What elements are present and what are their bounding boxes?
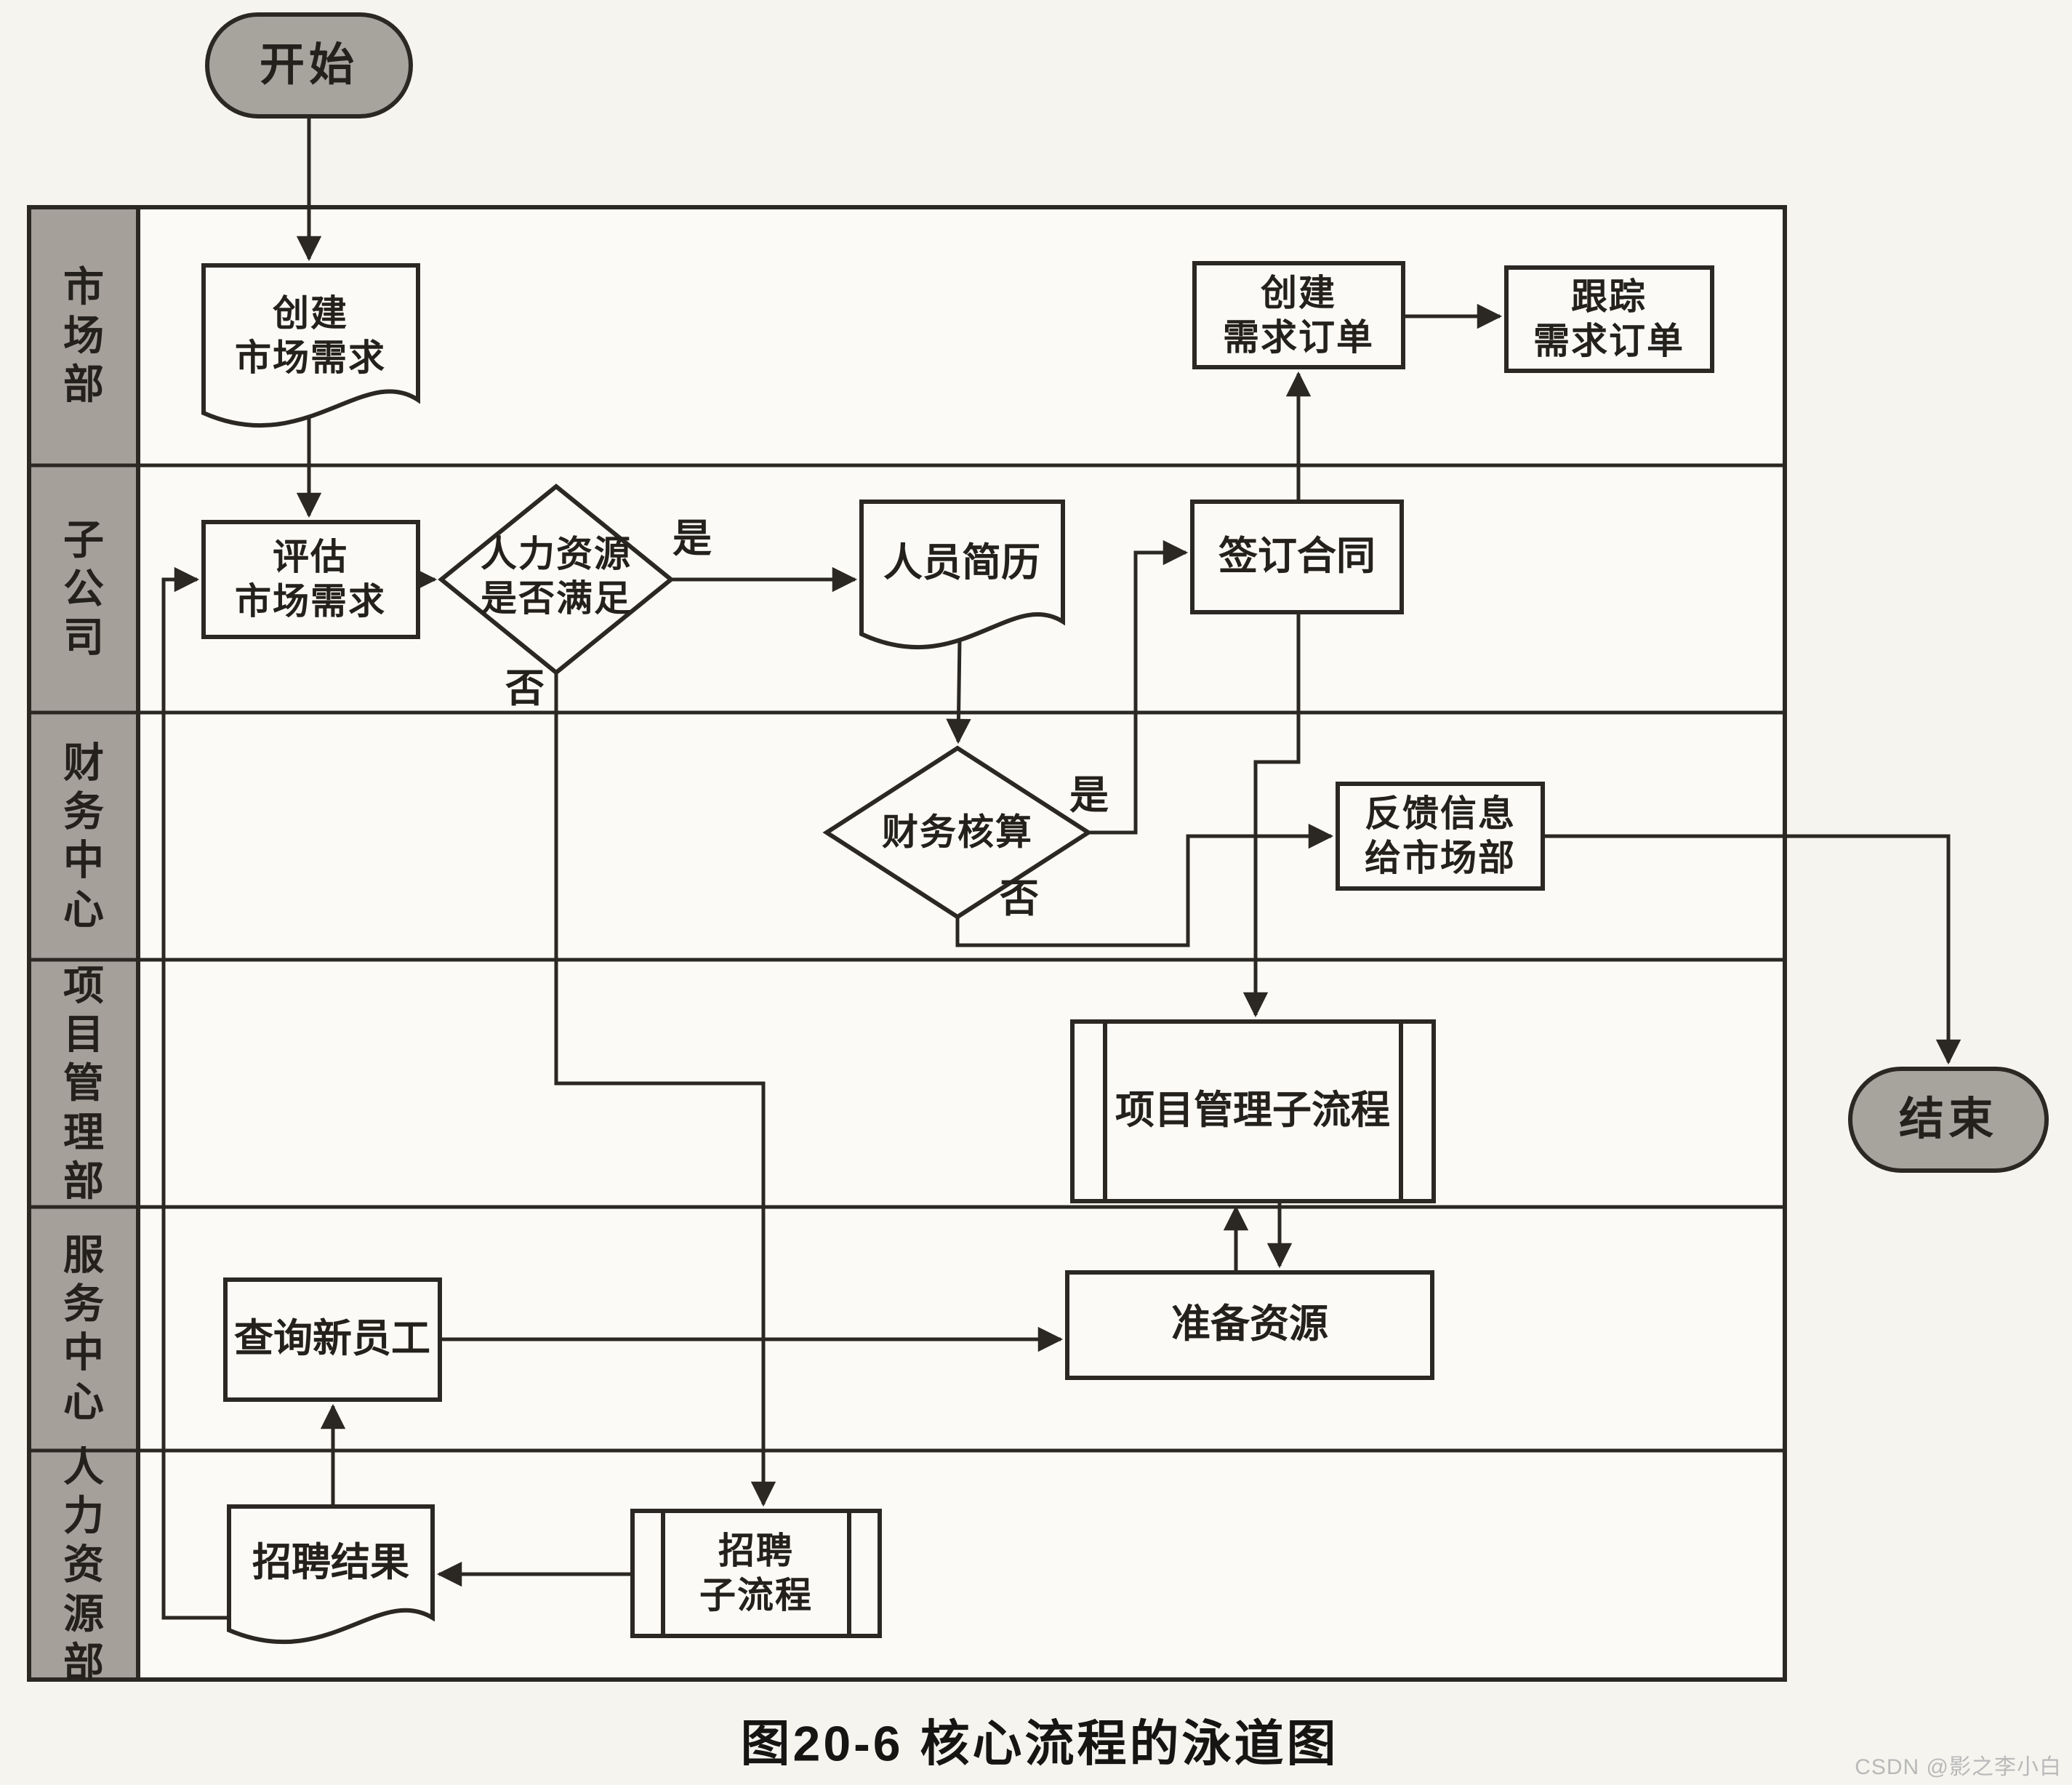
prepare-resources-label: 准备资源 bbox=[1171, 1302, 1328, 1347]
project-mgmt-subprocess-label: 项目管理子流程 bbox=[1115, 1088, 1390, 1133]
lane-label-finance-center: 财务中心 bbox=[63, 739, 104, 933]
watermark-text: CSDN @影之李小白 bbox=[1855, 1755, 2062, 1779]
edge-sign-contract-to-project-subprocess bbox=[1242, 612, 1301, 1018]
create-demand-order-label: 创建 需求订单 bbox=[1223, 273, 1374, 358]
project-mgmt-subprocess-box bbox=[1070, 1019, 1436, 1203]
lane-label-project-mgmt-dept: 项目管理部 bbox=[63, 963, 104, 1204]
edge-feedback-to-end bbox=[1543, 834, 1961, 1065]
figure-caption: 图20-6 核心流程的泳道图 bbox=[740, 1716, 1339, 1772]
query-new-employees-box bbox=[223, 1277, 442, 1402]
edge-financial-yes-to-sign-contract bbox=[1088, 539, 1189, 835]
fin-yes-label: 是 bbox=[1069, 774, 1109, 818]
sign-contract-box bbox=[1190, 500, 1404, 614]
personnel-resume-label: 人员简历 bbox=[883, 541, 1040, 585]
create-market-demand-document bbox=[201, 263, 420, 428]
financial-accounting-decision bbox=[822, 745, 1093, 920]
feedback-to-marketing-box bbox=[1336, 782, 1545, 891]
lane-label-column bbox=[27, 205, 140, 1682]
start-terminator bbox=[205, 12, 413, 119]
hr-satisfied-decision bbox=[438, 484, 675, 675]
edge-financial-no-to-feedback bbox=[955, 823, 1334, 947]
create-demand-order-box bbox=[1192, 261, 1405, 369]
hr-satisfied-label: 人力资源 是否满足 bbox=[481, 534, 632, 619]
evaluate-market-demand-box bbox=[201, 520, 420, 639]
recruitment-result-document bbox=[227, 1504, 435, 1645]
recruitment-subprocess-label: 招聘 子流程 bbox=[699, 1531, 813, 1616]
hr-no-label: 否 bbox=[505, 667, 545, 711]
lane-divider-lines bbox=[29, 463, 1785, 1453]
lane-label-hr-dept: 人力资源部 bbox=[63, 1444, 104, 1685]
evaluate-market-demand-label: 评估 市场需求 bbox=[235, 537, 386, 622]
sign-contract-label: 签订合同 bbox=[1218, 534, 1376, 579]
hr-yes-label: 是 bbox=[672, 517, 712, 561]
lane-label-service-center: 服务中心 bbox=[63, 1232, 104, 1425]
query-new-employees-label: 查询新员工 bbox=[234, 1317, 430, 1361]
track-demand-order-label: 跟踪 需求订单 bbox=[1533, 276, 1684, 361]
track-demand-order-box bbox=[1504, 265, 1714, 373]
personnel-resume-document bbox=[859, 500, 1065, 650]
end-terminator bbox=[1848, 1067, 2049, 1173]
swimlane-frame bbox=[27, 205, 1787, 1682]
feedback-to-marketing-label: 反馈信息 给市场部 bbox=[1365, 793, 1516, 878]
recruitment-subprocess-box bbox=[630, 1509, 882, 1638]
lane-label-subsidiary: 子公司 bbox=[63, 517, 104, 661]
lane-label-marketing-dept: 市场部 bbox=[63, 264, 104, 408]
edge-resume-to-financial-decision bbox=[946, 639, 971, 745]
start-label: 开始 bbox=[259, 40, 359, 91]
fin-no-label: 否 bbox=[1000, 877, 1039, 921]
edge-hr-no-to-recruit-subprocess bbox=[554, 673, 776, 1507]
recruitment-result-label: 招聘结果 bbox=[252, 1541, 409, 1585]
end-label: 结束 bbox=[1898, 1094, 1999, 1145]
prepare-resources-box bbox=[1065, 1270, 1434, 1380]
edge-result-feedback-to-evaluate bbox=[161, 566, 229, 1620]
create-market-demand-label: 创建 市场需求 bbox=[235, 293, 386, 378]
financial-accounting-label: 财务核算 bbox=[882, 811, 1033, 853]
